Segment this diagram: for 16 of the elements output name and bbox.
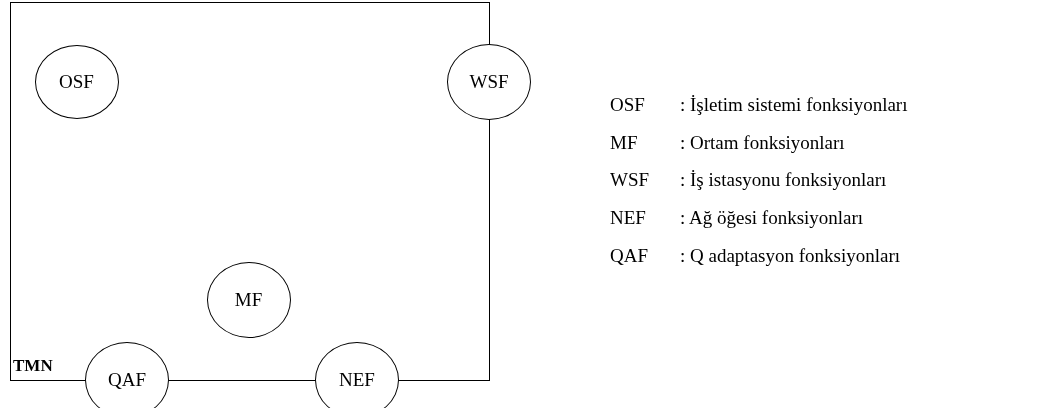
legend-description: : Ağ öğesi fonksiyonları	[680, 207, 864, 229]
group-label: TMN	[13, 356, 53, 376]
legend-abbreviation: MF	[610, 132, 638, 154]
legend-abbreviation: NEF	[610, 207, 646, 229]
node-label: OSF	[59, 70, 94, 93]
node-label: WSF	[469, 71, 509, 93]
node-label: MF	[234, 288, 263, 311]
legend-description: : İşletim sistemi fonksiyonları	[680, 94, 908, 116]
legend-abbreviation: QAF	[610, 245, 648, 267]
legend-abbreviation: OSF	[610, 94, 645, 116]
legend-description: : Ortam fonksiyonları	[680, 132, 845, 154]
node-label: QAF	[108, 369, 146, 391]
legend-description: : İş istasyonu fonksiyonları	[680, 169, 887, 191]
legend-abbreviation: WSF	[610, 169, 650, 191]
legend-description: : Q adaptasyon fonksiyonları	[680, 245, 901, 267]
node-label: NEF	[339, 369, 375, 391]
